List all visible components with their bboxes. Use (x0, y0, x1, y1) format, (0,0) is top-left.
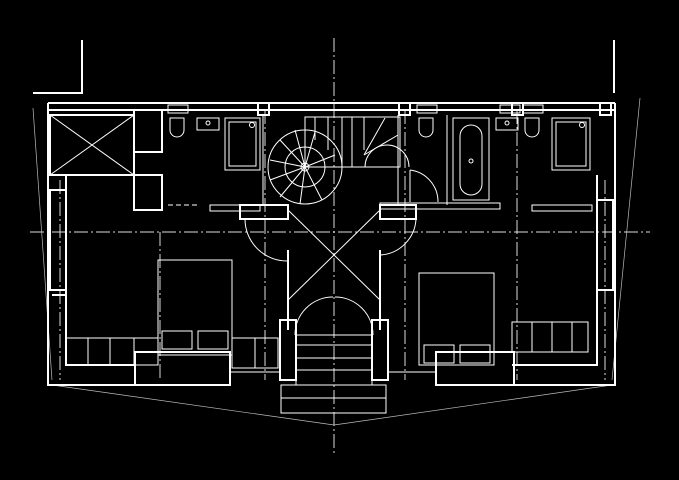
hall-doors (239, 204, 417, 336)
right-bathroom (379, 104, 593, 212)
left-bedroom (65, 259, 280, 373)
left-bathroom (167, 104, 264, 212)
shaft (49, 109, 163, 211)
right-bedroom (388, 272, 589, 373)
straight-stair (304, 115, 410, 205)
entry-stair (279, 319, 389, 414)
columns (257, 102, 612, 116)
center-axes (30, 38, 650, 455)
site-lines (32, 40, 641, 426)
